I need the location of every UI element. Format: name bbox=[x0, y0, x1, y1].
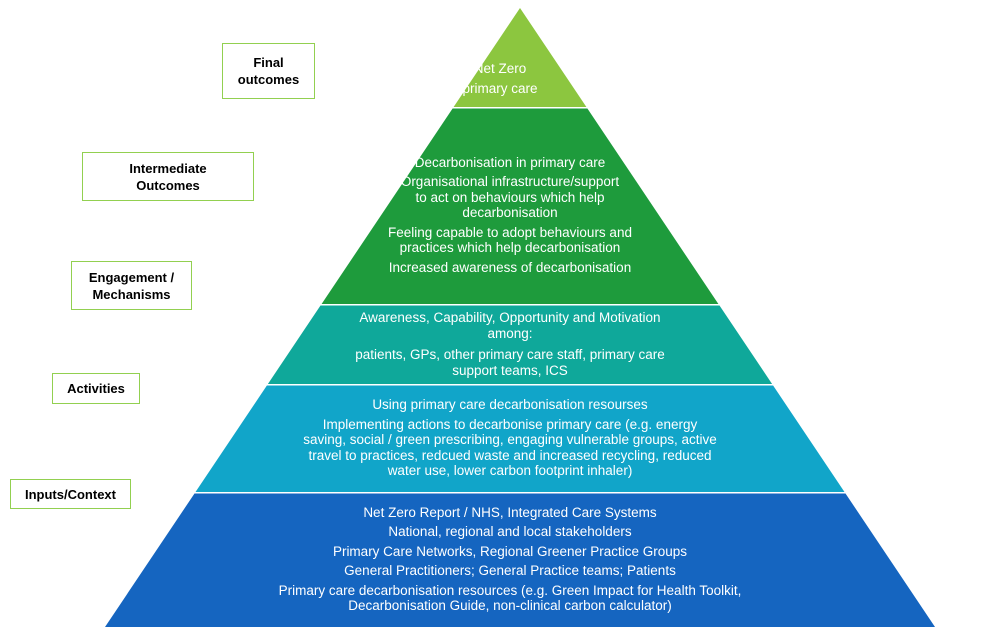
tier-item: Organisational infrastructure/support to… bbox=[400, 174, 620, 221]
tier-final-outcomes-text: Net Zero primary care bbox=[430, 54, 570, 104]
label-engagement-mechanisms: Engagement / Mechanisms bbox=[71, 261, 192, 310]
tier-inputs-context-text: Net Zero Report / NHS, Integrated Care S… bbox=[200, 494, 820, 624]
tier-item: Using primary care decarbonisation resou… bbox=[372, 397, 648, 413]
tier-item: Decarbonisation in primary care bbox=[414, 154, 606, 170]
tier-engagement-mechanisms-shape bbox=[267, 305, 773, 384]
label-inputs-context: Inputs/Context bbox=[10, 479, 131, 509]
tier-intermediate-outcomes-text: Decarbonisation in primary care Organisa… bbox=[340, 145, 680, 285]
tier-engagement-mechanisms-text: Awareness, Capability, Opportunity and M… bbox=[300, 306, 720, 382]
tier-item: General Practitioners; General Practice … bbox=[344, 563, 676, 578]
tier-activities-shape bbox=[195, 385, 845, 492]
tier-final-outcomes-shape bbox=[453, 8, 587, 107]
tier-item: Feeling capable to adopt behaviours and … bbox=[388, 224, 632, 256]
tier-intermediate-outcomes-shape bbox=[321, 108, 719, 304]
label-intermediate-outcomes: Intermediate Outcomes bbox=[82, 152, 254, 201]
tier-item: Implementing actions to decarbonise prim… bbox=[303, 416, 717, 479]
tier-item: Awareness, Capability, Opportunity and M… bbox=[359, 310, 661, 341]
tier-item: Net Zero Report / NHS, Integrated Care S… bbox=[363, 504, 657, 520]
label-activities: Activities bbox=[52, 373, 140, 404]
tier-item: patients, GPs, other primary care staff,… bbox=[355, 347, 665, 378]
tier-activities-text: Using primary care decarbonisation resou… bbox=[250, 390, 770, 486]
tier-item: Net Zero primary care bbox=[462, 61, 538, 96]
label-final-outcomes: Final outcomes bbox=[222, 43, 315, 99]
tier-item: Primary care decarbonisation resources (… bbox=[278, 582, 742, 614]
tier-item: National, regional and local stakeholder… bbox=[388, 524, 632, 539]
tier-item: Primary Care Networks, Regional Greener … bbox=[332, 543, 688, 559]
tier-item: Increased awareness of decarbonisation bbox=[388, 259, 632, 275]
tier-inputs-context-shape bbox=[105, 493, 935, 627]
